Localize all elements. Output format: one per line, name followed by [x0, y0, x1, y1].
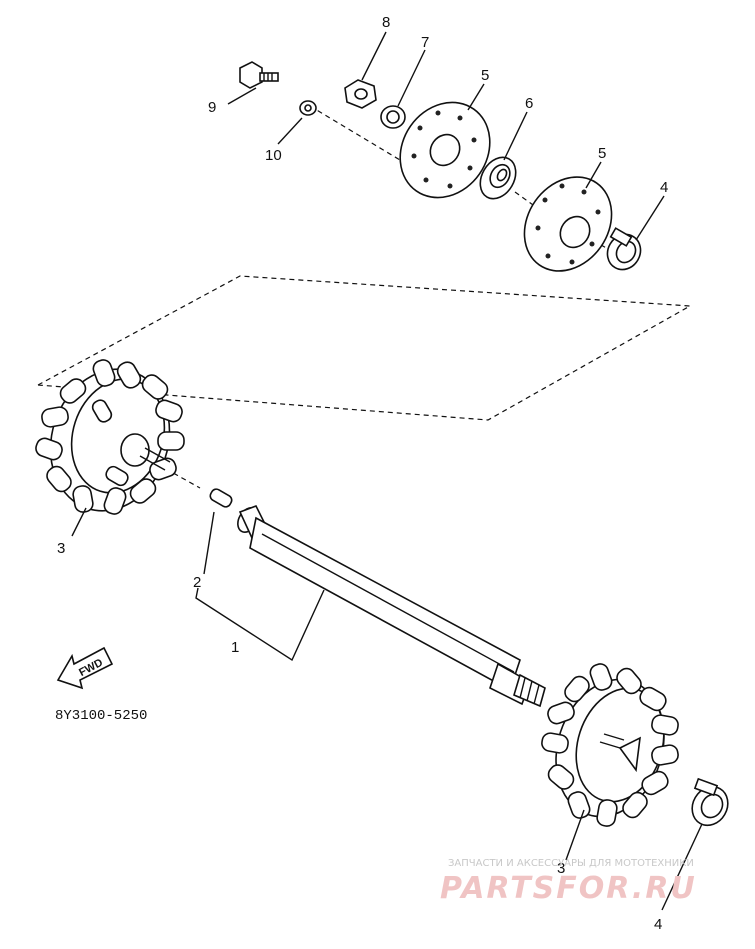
watermark-brand: PARTSFOR.RU	[440, 871, 697, 906]
washer-part-10	[299, 100, 317, 116]
nut-part-8	[344, 79, 377, 109]
bearing-part-6	[479, 156, 517, 200]
lock-washer-part-7	[380, 105, 406, 129]
callout-3-right: 3	[557, 860, 565, 877]
drawing-code: 8Y3100-5250	[55, 708, 147, 724]
pin-part-2	[209, 488, 233, 508]
leader-lines	[71, 31, 703, 911]
watermark-tagline: ЗАПЧАСТИ И АКСЕССУАРЫ ДЛЯ МОТОТЕХНИКИ	[448, 858, 694, 869]
callout-1: 1	[231, 639, 239, 656]
plate-part-5-left	[399, 101, 491, 199]
callout-10: 10	[265, 147, 282, 164]
callout-5-right: 5	[598, 145, 606, 162]
callout-4-top: 4	[660, 179, 668, 196]
clamp-part-4-top	[606, 227, 642, 271]
watermark: ЗАПЧАСТИ И АКСЕССУАРЫ ДЛЯ МОТОТЕХНИКИ PA…	[440, 858, 697, 906]
bolt-part-9	[239, 61, 279, 89]
callout-7: 7	[421, 34, 429, 51]
callout-2: 2	[193, 574, 201, 591]
callout-4-bottom: 4	[654, 916, 662, 933]
sprocket-part-3-right	[541, 663, 679, 827]
callout-labels: 8 7 5 6 9 10 5 4 3 2 1 3 4	[57, 14, 668, 933]
plate-part-5-right	[523, 176, 613, 272]
shaft-part-1	[237, 504, 546, 708]
callout-3-left: 3	[57, 540, 65, 557]
callout-8: 8	[382, 14, 390, 31]
sprocket-part-3-left	[35, 359, 185, 515]
forward-direction-arrow: FWD	[56, 646, 114, 690]
callout-9: 9	[208, 99, 216, 116]
callout-6: 6	[525, 95, 533, 112]
callout-5-left: 5	[481, 67, 489, 84]
clamp-part-4-bottom	[691, 777, 729, 827]
